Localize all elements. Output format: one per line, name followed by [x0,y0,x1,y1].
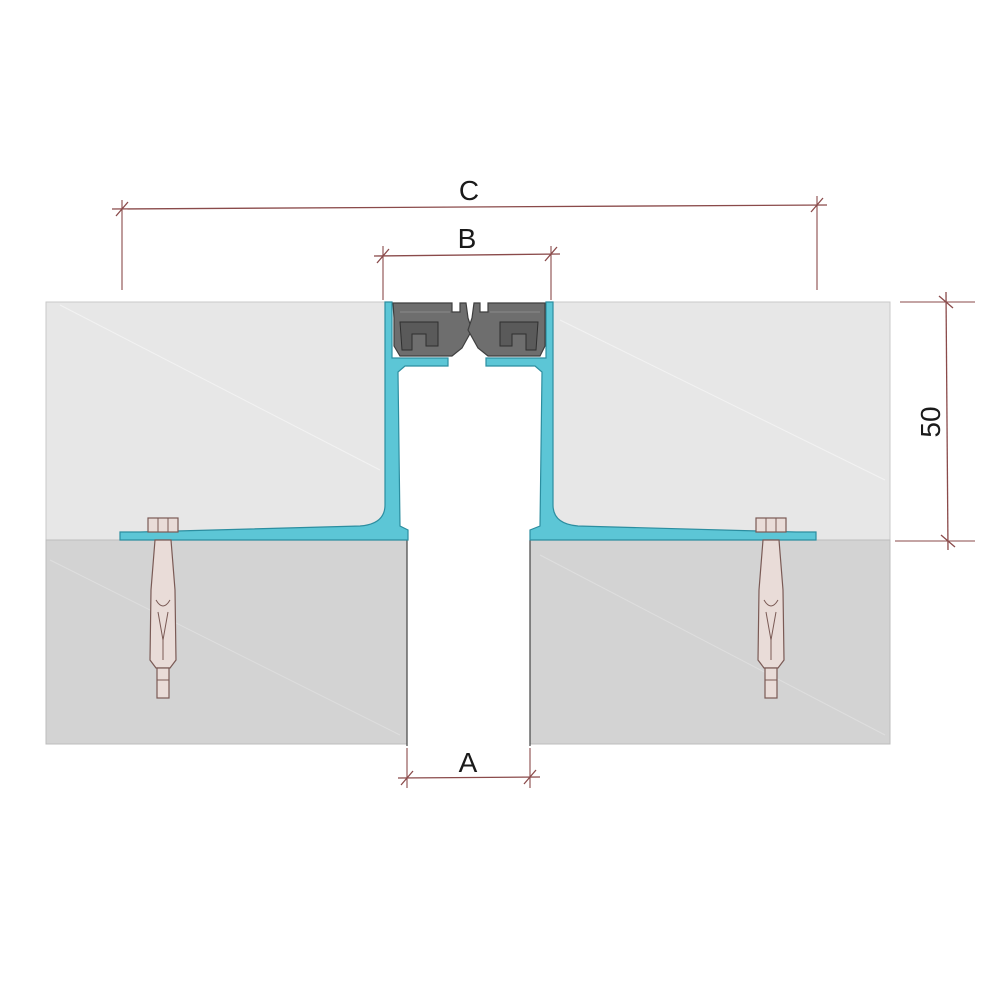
dimension-height: 50 [895,291,975,551]
dimension-a: A [397,747,541,788]
profile-right [485,301,817,541]
lower-slab-right [529,539,891,745]
profile-left [119,301,449,541]
anchor-bolt-right [755,517,787,699]
dimension-b: B [373,223,561,300]
upper-screed-left [45,301,387,541]
dimension-c: C [111,175,828,290]
insert-left-hook [399,321,439,351]
anchor-bolt-left [147,517,179,699]
dimension-b-label: B [458,223,477,254]
dimension-a-label: A [459,747,478,778]
upper-screed-right [551,301,891,541]
dimension-c-label: C [459,175,479,206]
dimension-height-label: 50 [915,406,946,437]
rubber-insert [392,302,546,357]
lower-slab-left [45,539,408,745]
insert-right-hook [499,321,539,351]
